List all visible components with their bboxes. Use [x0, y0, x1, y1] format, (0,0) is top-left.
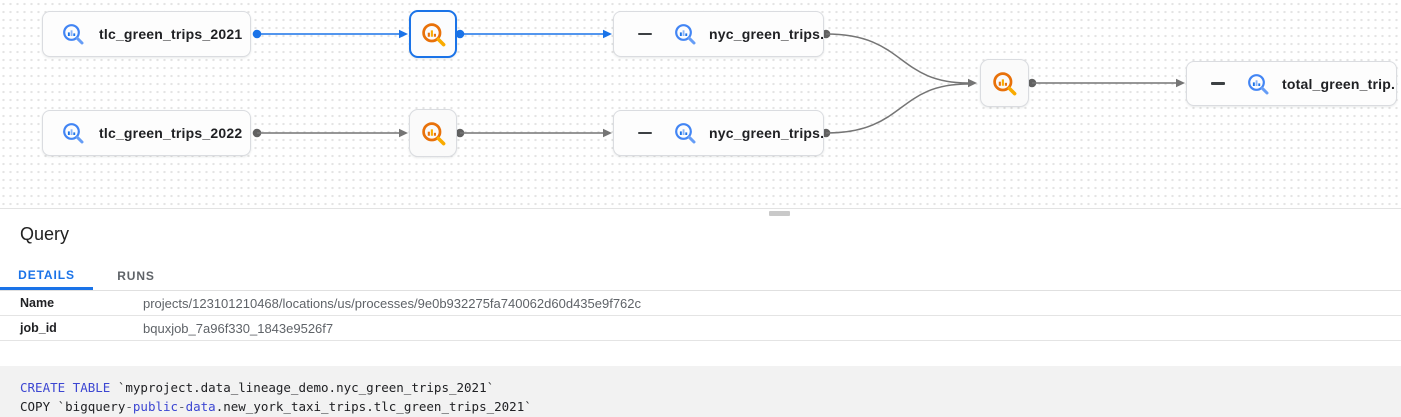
node-label: tlc_green_trips_2022 — [99, 125, 243, 141]
tab-bar: DETAILS RUNS — [0, 262, 1401, 291]
bigquery-table-icon — [63, 123, 84, 144]
table-row: job_id bquxjob_7a96f330_1843e9526f7 — [0, 316, 1401, 341]
bigquery-table-icon — [675, 24, 696, 45]
lineage-edges — [252, 29, 1185, 138]
sql-code-block: CREATE TABLE `myproject.data_lineage_dem… — [0, 366, 1401, 417]
tab-runs[interactable]: RUNS — [117, 269, 155, 283]
table-row: Name projects/123101210468/locations/us/… — [0, 291, 1401, 316]
node-label: nyc_green_trips... — [709, 125, 823, 141]
lineage-canvas[interactable]: tlc_green_trips_2021 tlc_green_trips_202… — [0, 0, 1401, 209]
field-value-jobid: bquxjob_7a96f330_1843e9526f7 — [143, 320, 334, 336]
node-label: nyc_green_trips... — [709, 26, 823, 42]
collapse-icon[interactable] — [1211, 82, 1225, 85]
bigquery-table-icon — [63, 24, 84, 45]
tab-details[interactable]: DETAILS — [0, 262, 93, 290]
sql-line-1: CREATE TABLE `myproject.data_lineage_dem… — [20, 380, 495, 395]
process-node-merge[interactable] — [980, 59, 1029, 107]
field-value-name: projects/123101210468/locations/us/proce… — [143, 295, 642, 311]
bigquery-process-icon — [421, 22, 445, 46]
field-label-name: Name — [20, 296, 55, 310]
panel-title: Query — [20, 224, 70, 244]
collapse-icon[interactable] — [638, 32, 652, 36]
node-label: total_green_trip... — [1282, 75, 1396, 92]
edge-gray-group — [252, 29, 1185, 138]
node-tlc-green-trips-2021[interactable]: tlc_green_trips_2021 — [42, 11, 251, 57]
field-label-jobid: job_id — [20, 321, 57, 335]
panel-resize-handle[interactable] — [769, 211, 790, 216]
bigquery-process-icon — [993, 71, 1017, 95]
details-table: Name projects/123101210468/locations/us/… — [0, 291, 1401, 341]
process-node-copy-2022[interactable] — [409, 109, 457, 157]
node-label: tlc_green_trips_2021 — [99, 26, 243, 42]
node-tlc-green-trips-2022[interactable]: tlc_green_trips_2022 — [42, 110, 251, 156]
process-node-copy-2021[interactable] — [409, 10, 457, 58]
node-nyc-green-trips-2022[interactable]: nyc_green_trips... — [613, 110, 824, 156]
bigquery-table-icon — [1248, 73, 1269, 94]
edge-selected-group — [252, 29, 612, 39]
sql-line-2: COPY `bigquery-public-data.new_york_taxi… — [20, 399, 532, 414]
collapse-icon[interactable] — [638, 131, 652, 135]
bigquery-table-icon — [675, 123, 696, 144]
bigquery-process-icon — [421, 121, 445, 145]
node-nyc-green-trips-2021[interactable]: nyc_green_trips... — [613, 11, 824, 57]
node-total-green-trips[interactable]: total_green_trip... — [1186, 61, 1397, 106]
